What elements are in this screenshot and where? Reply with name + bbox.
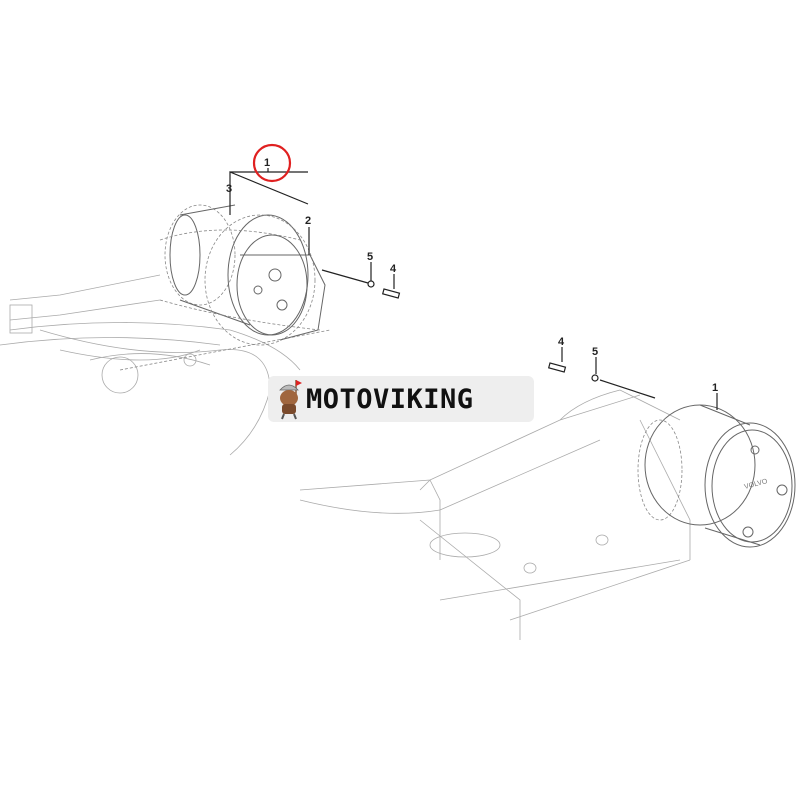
bolt-icon <box>381 288 401 299</box>
highlight-circle <box>252 143 292 183</box>
callout-5-left: 5 <box>367 251 373 263</box>
callout-3: 3 <box>226 183 232 195</box>
callout-5-right: 5 <box>592 346 598 358</box>
left-bracket <box>229 143 310 255</box>
callout-1-left: 1 <box>264 157 270 169</box>
right-fasteners <box>547 347 718 410</box>
right-frame <box>299 389 691 640</box>
viking-mascot-icon <box>279 380 302 420</box>
callout-4-right: 4 <box>558 336 565 348</box>
watermark-banner: MOTOVIKING <box>268 376 534 422</box>
right-travel-motor: VOLVO <box>637 404 796 548</box>
callout-1-right: 1 <box>712 382 718 394</box>
washer-icon <box>591 374 599 382</box>
left-frame <box>0 274 331 456</box>
callout-2: 2 <box>305 215 311 227</box>
left-fasteners <box>321 262 401 299</box>
callout-4-left: 4 <box>390 263 397 275</box>
bolt-icon <box>547 362 567 373</box>
washer-icon <box>367 280 375 288</box>
watermark-text: MOTOVIKING <box>306 383 474 415</box>
motor-brand-logo: VOLVO <box>744 478 769 491</box>
left-travel-motor <box>159 204 326 346</box>
